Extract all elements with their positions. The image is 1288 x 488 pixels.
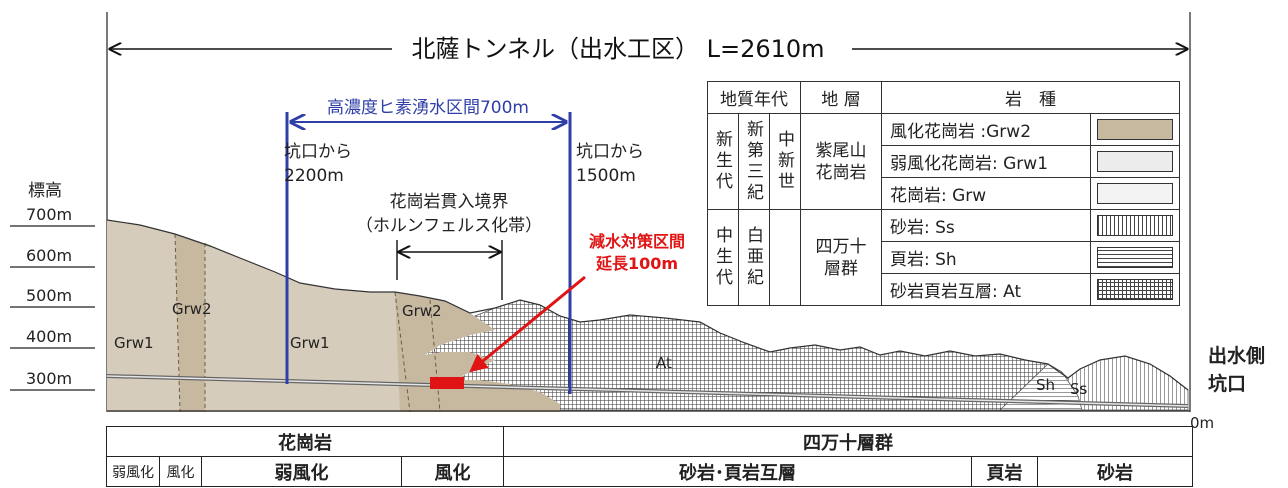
label-grw2-left: Grw2 <box>172 300 212 318</box>
swatch-at <box>1097 279 1173 300</box>
terrain-weak-weathered-left <box>107 220 180 412</box>
tick-500: 500m <box>26 286 72 305</box>
legend-table: 地質年代 地 層 岩 種 新生代 新第三紀 中新世 紫尾山 花崗岩 風化花崗岩 … <box>707 81 1180 306</box>
bottom-shale: 頁岩 <box>971 456 1038 487</box>
high-arsenic-label: 高濃度ヒ素湧水区間700m <box>327 98 529 118</box>
elevation-label: 標高 <box>28 181 62 201</box>
bottom-weathered-2: 風化 <box>401 456 504 487</box>
legend-rock-grw: 花崗岩: Grw <box>881 177 1091 210</box>
label-ss: Ss <box>1070 380 1088 398</box>
legend-cretaceous: 白亜紀 <box>747 226 764 288</box>
terrain-weak-weathered-mid <box>205 243 400 412</box>
bottom-sandstone: 砂岩 <box>1036 456 1194 487</box>
tick-400: 400m <box>26 327 72 346</box>
label-at: At <box>656 354 672 372</box>
swatch-grw1 <box>1097 151 1173 172</box>
legend-mesozoic: 中生代 <box>716 226 733 288</box>
legend-neogene: 新第三紀 <box>747 119 764 203</box>
exit-portal-label: 出水側坑口 <box>1208 344 1265 395</box>
tick-600: 600m <box>26 246 72 265</box>
swatch-grw2 <box>1097 119 1173 140</box>
intrusion-boundary-label: 花崗岩貫入境界（ホルンフェルス化帯） <box>356 192 542 236</box>
title: 北薩トンネル（出水工区） L=2610m <box>411 35 824 63</box>
elevation-ticks: 700m 600m 500m 400m 300m <box>10 205 95 391</box>
bottom-shimanto: 四万十層群 <box>502 426 1194 457</box>
countermeasure-section <box>430 377 464 389</box>
legend-header-rock: 岩 種 <box>881 81 1180 114</box>
label-grw1-mid: Grw1 <box>290 334 330 352</box>
swatch-sh <box>1097 247 1173 268</box>
swatch-ss <box>1097 215 1173 236</box>
legend-rock-at: 砂岩頁岩互層: At <box>881 273 1091 306</box>
legend-cenozoic: 新生代 <box>716 130 733 192</box>
legend-header-formation: 地 層 <box>800 81 882 114</box>
terrain-sh-zone <box>999 363 1083 411</box>
legend-rock-grw1: 弱風化花崗岩: Grw1 <box>881 145 1091 178</box>
label-grw1-left: Grw1 <box>114 334 154 352</box>
surface-line <box>106 219 1189 391</box>
bottom-weathered-1: 風化 <box>159 456 202 487</box>
bottom-weak-weathered-2: 弱風化 <box>201 456 402 487</box>
bottom-geology-table: 花崗岩 四万十層群 弱風化 風化 弱風化 風化 砂岩･頁岩互層 頁岩 砂岩 <box>106 426 1194 487</box>
tick-300: 300m <box>26 369 72 388</box>
zero-label: 0m <box>1190 414 1214 432</box>
legend-miocene: 中新世 <box>778 130 795 192</box>
label-grw2-mid: Grw2 <box>402 302 442 320</box>
label-sh: Sh <box>1036 376 1055 394</box>
legend-shibiyama: 紫尾山 花崗岩 <box>815 140 867 183</box>
bottom-granite: 花崗岩 <box>106 426 504 457</box>
bottom-weak-weathered-1: 弱風化 <box>106 456 160 487</box>
legend-rock-sh: 頁岩: Sh <box>881 241 1091 274</box>
countermeasure-arrow <box>469 275 586 373</box>
swatch-grw <box>1097 183 1173 204</box>
bottom-alternation: 砂岩･頁岩互層 <box>503 456 972 487</box>
legend-shimanto: 四万十 層群 <box>815 236 867 279</box>
legend-rock-grw2: 風化花崗岩 :Grw2 <box>881 113 1091 146</box>
countermeasure-label: 減水対策区間延長100m <box>589 232 685 273</box>
legend-header-era: 地質年代 <box>707 81 801 114</box>
weathering-boundaries <box>174 233 441 413</box>
legend-rock-ss: 砂岩: Ss <box>881 209 1091 242</box>
tick-700: 700m <box>26 205 72 224</box>
